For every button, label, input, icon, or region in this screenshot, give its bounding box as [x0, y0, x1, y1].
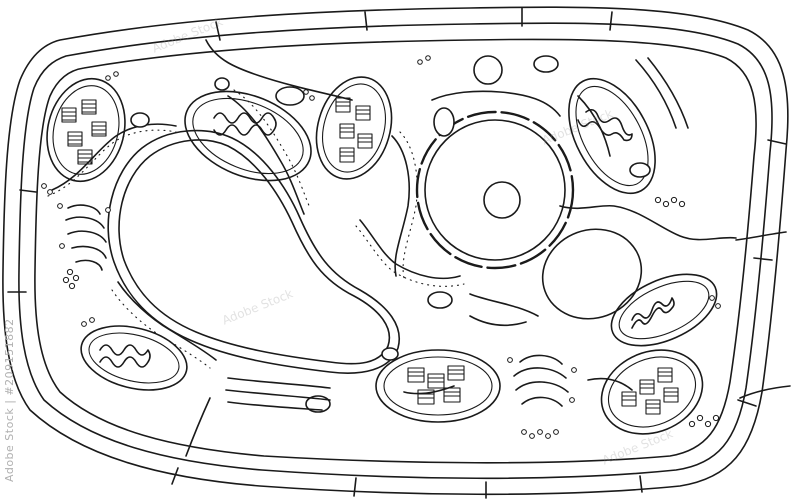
nucleolus [483, 181, 521, 219]
chloroplast-bottom-right [600, 349, 704, 435]
ribosome-clusters [41, 55, 721, 439]
small-vacuole [541, 228, 643, 320]
chloroplast-top-left [46, 77, 126, 183]
stock-watermark-id: Adobe Stock | #209151882 [3, 318, 16, 482]
cell-wall-inner [18, 22, 773, 480]
mitochondrion-bottom-left [80, 325, 188, 391]
rough-endoplasmic-reticulum [47, 89, 465, 369]
chloroplast-bottom-center [375, 349, 501, 423]
vesicles [130, 55, 651, 413]
parallel-filaments [225, 57, 689, 411]
golgi-apparatus-left [57, 203, 111, 271]
golgi-apparatus-right [507, 354, 577, 407]
plasma-membrane [34, 38, 757, 464]
mitochondrion-right-lower [610, 273, 718, 347]
mitochondrion-right [568, 77, 656, 195]
smooth-endoplasmic-reticulum [205, 39, 737, 395]
nucleus [415, 110, 575, 270]
cell-wall-segment-marks [7, 7, 787, 499]
cytoplasmic-strands [185, 231, 791, 457]
central-vacuole [107, 129, 400, 374]
cell-wall-outer [2, 6, 789, 496]
chloroplast-top-center [315, 76, 393, 180]
mitochondrion-top [184, 90, 312, 182]
